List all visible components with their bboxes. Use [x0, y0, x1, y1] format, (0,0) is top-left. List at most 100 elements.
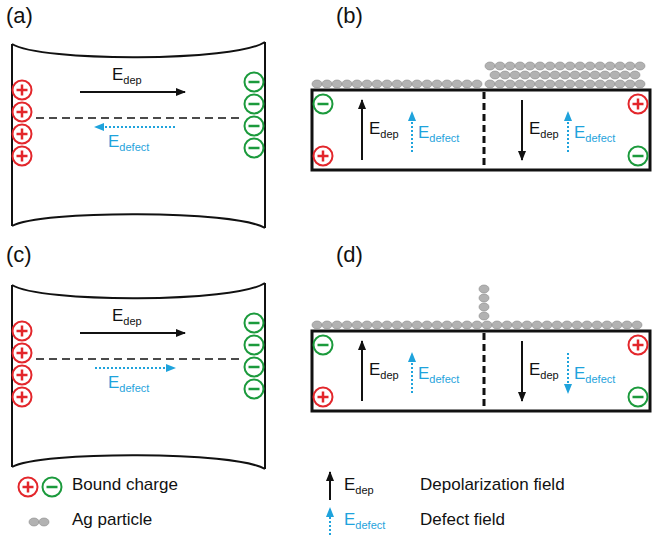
field-subscript: defect	[119, 141, 149, 153]
panel-label: (d)	[336, 243, 363, 267]
field-symbol: E	[418, 123, 429, 142]
ag-particle	[542, 321, 552, 329]
defect-arrow	[567, 353, 569, 393]
ag-particle	[525, 80, 535, 88]
ag-particle	[595, 80, 605, 88]
positive-charge	[13, 366, 32, 385]
field-subscript: defect	[355, 519, 385, 531]
positive-charge	[13, 81, 32, 100]
ag-particle	[29, 518, 39, 526]
ag-particle	[575, 80, 585, 88]
ag-particle	[505, 80, 515, 88]
field-label: Edefect	[344, 511, 385, 530]
ag-particle	[565, 62, 575, 70]
panel-label: (a)	[6, 4, 33, 28]
ag-particle	[565, 80, 575, 88]
ag-particle	[562, 321, 572, 329]
legend-text: Bound charge	[72, 476, 178, 495]
ag-particle	[592, 321, 602, 329]
field-symbol: E	[574, 364, 585, 383]
field-symbol: (c)	[6, 242, 32, 267]
ag-particle	[530, 71, 540, 79]
field-symbol: E	[344, 510, 355, 529]
ag-particle	[402, 80, 412, 88]
field-subscript: dep	[123, 315, 141, 327]
ag-particle	[585, 62, 595, 70]
field-subscript: defect	[429, 132, 459, 144]
domain-wall	[483, 92, 486, 168]
negative-charge	[43, 478, 62, 497]
ag-particle	[535, 62, 545, 70]
negative-charge	[245, 139, 264, 158]
ag-particle	[625, 80, 635, 88]
panel-label: (c)	[6, 243, 32, 267]
ag-particle	[520, 71, 530, 79]
ag-particle	[572, 321, 582, 329]
defect-arrow	[411, 353, 413, 393]
field-symbol: E	[112, 65, 123, 84]
field-subscript: dep	[540, 369, 558, 381]
positive-charge	[13, 344, 32, 363]
field-symbol: E	[112, 306, 123, 325]
ag-particle	[602, 321, 612, 329]
ag-particle	[485, 62, 495, 70]
field-symbol: (a)	[6, 3, 33, 28]
strained-film-c	[12, 283, 265, 469]
ag-particle	[432, 80, 442, 88]
field-subscript: defect	[429, 373, 459, 385]
ag-particle	[625, 62, 635, 70]
ag-particle	[472, 80, 482, 88]
ag-particle	[342, 80, 352, 88]
depolarization-arrow	[361, 100, 363, 160]
field-symbol: E	[418, 364, 429, 383]
positive-charge	[13, 388, 32, 407]
ag-particle	[515, 80, 525, 88]
ag-particle	[412, 80, 422, 88]
ag-particle	[560, 71, 570, 79]
defect-arrow	[411, 112, 413, 152]
field-label: Edep	[529, 361, 559, 380]
depolarization-arrow	[521, 341, 523, 401]
ag-particle	[532, 321, 542, 329]
ag-particle	[620, 71, 630, 79]
positive-charge	[19, 478, 38, 497]
ag-particle	[422, 321, 432, 329]
field-label: Edep	[529, 120, 559, 139]
ag-particle	[535, 80, 545, 88]
positive-charge	[13, 322, 32, 341]
field-label: Edep	[112, 307, 142, 326]
field-label: Edefect	[108, 374, 149, 393]
positive-charge	[629, 336, 648, 355]
ag-particle	[312, 321, 322, 329]
ag-particle	[442, 321, 452, 329]
ag-particle	[615, 80, 625, 88]
positive-charge	[13, 147, 32, 166]
ag-particle	[392, 80, 402, 88]
ag-particle	[372, 80, 382, 88]
ag-particle	[472, 321, 482, 329]
ag-particle	[552, 321, 562, 329]
legend-text: Depolarization field	[420, 476, 565, 495]
ag-particle	[382, 321, 392, 329]
ag-particle	[555, 62, 565, 70]
film-d	[312, 331, 650, 411]
negative-charge	[245, 336, 264, 355]
depolarization-arrow	[80, 332, 185, 334]
ag-particle	[510, 71, 520, 79]
defect-arrow	[95, 126, 175, 128]
ag-particle	[442, 80, 452, 88]
film-b	[312, 90, 650, 170]
field-symbol: E	[369, 119, 380, 138]
ag-particle	[452, 321, 462, 329]
ag-particle	[582, 321, 592, 329]
ag-particle	[422, 80, 432, 88]
ag-particle	[372, 321, 382, 329]
field-symbol: E	[369, 360, 380, 379]
ag-particle	[575, 62, 585, 70]
field-subscript: dep	[123, 74, 141, 86]
ag-particle	[412, 321, 422, 329]
ag-particle	[550, 71, 560, 79]
field-label: Edep	[344, 476, 374, 495]
ag-particle	[495, 80, 505, 88]
ag-particle	[432, 321, 442, 329]
